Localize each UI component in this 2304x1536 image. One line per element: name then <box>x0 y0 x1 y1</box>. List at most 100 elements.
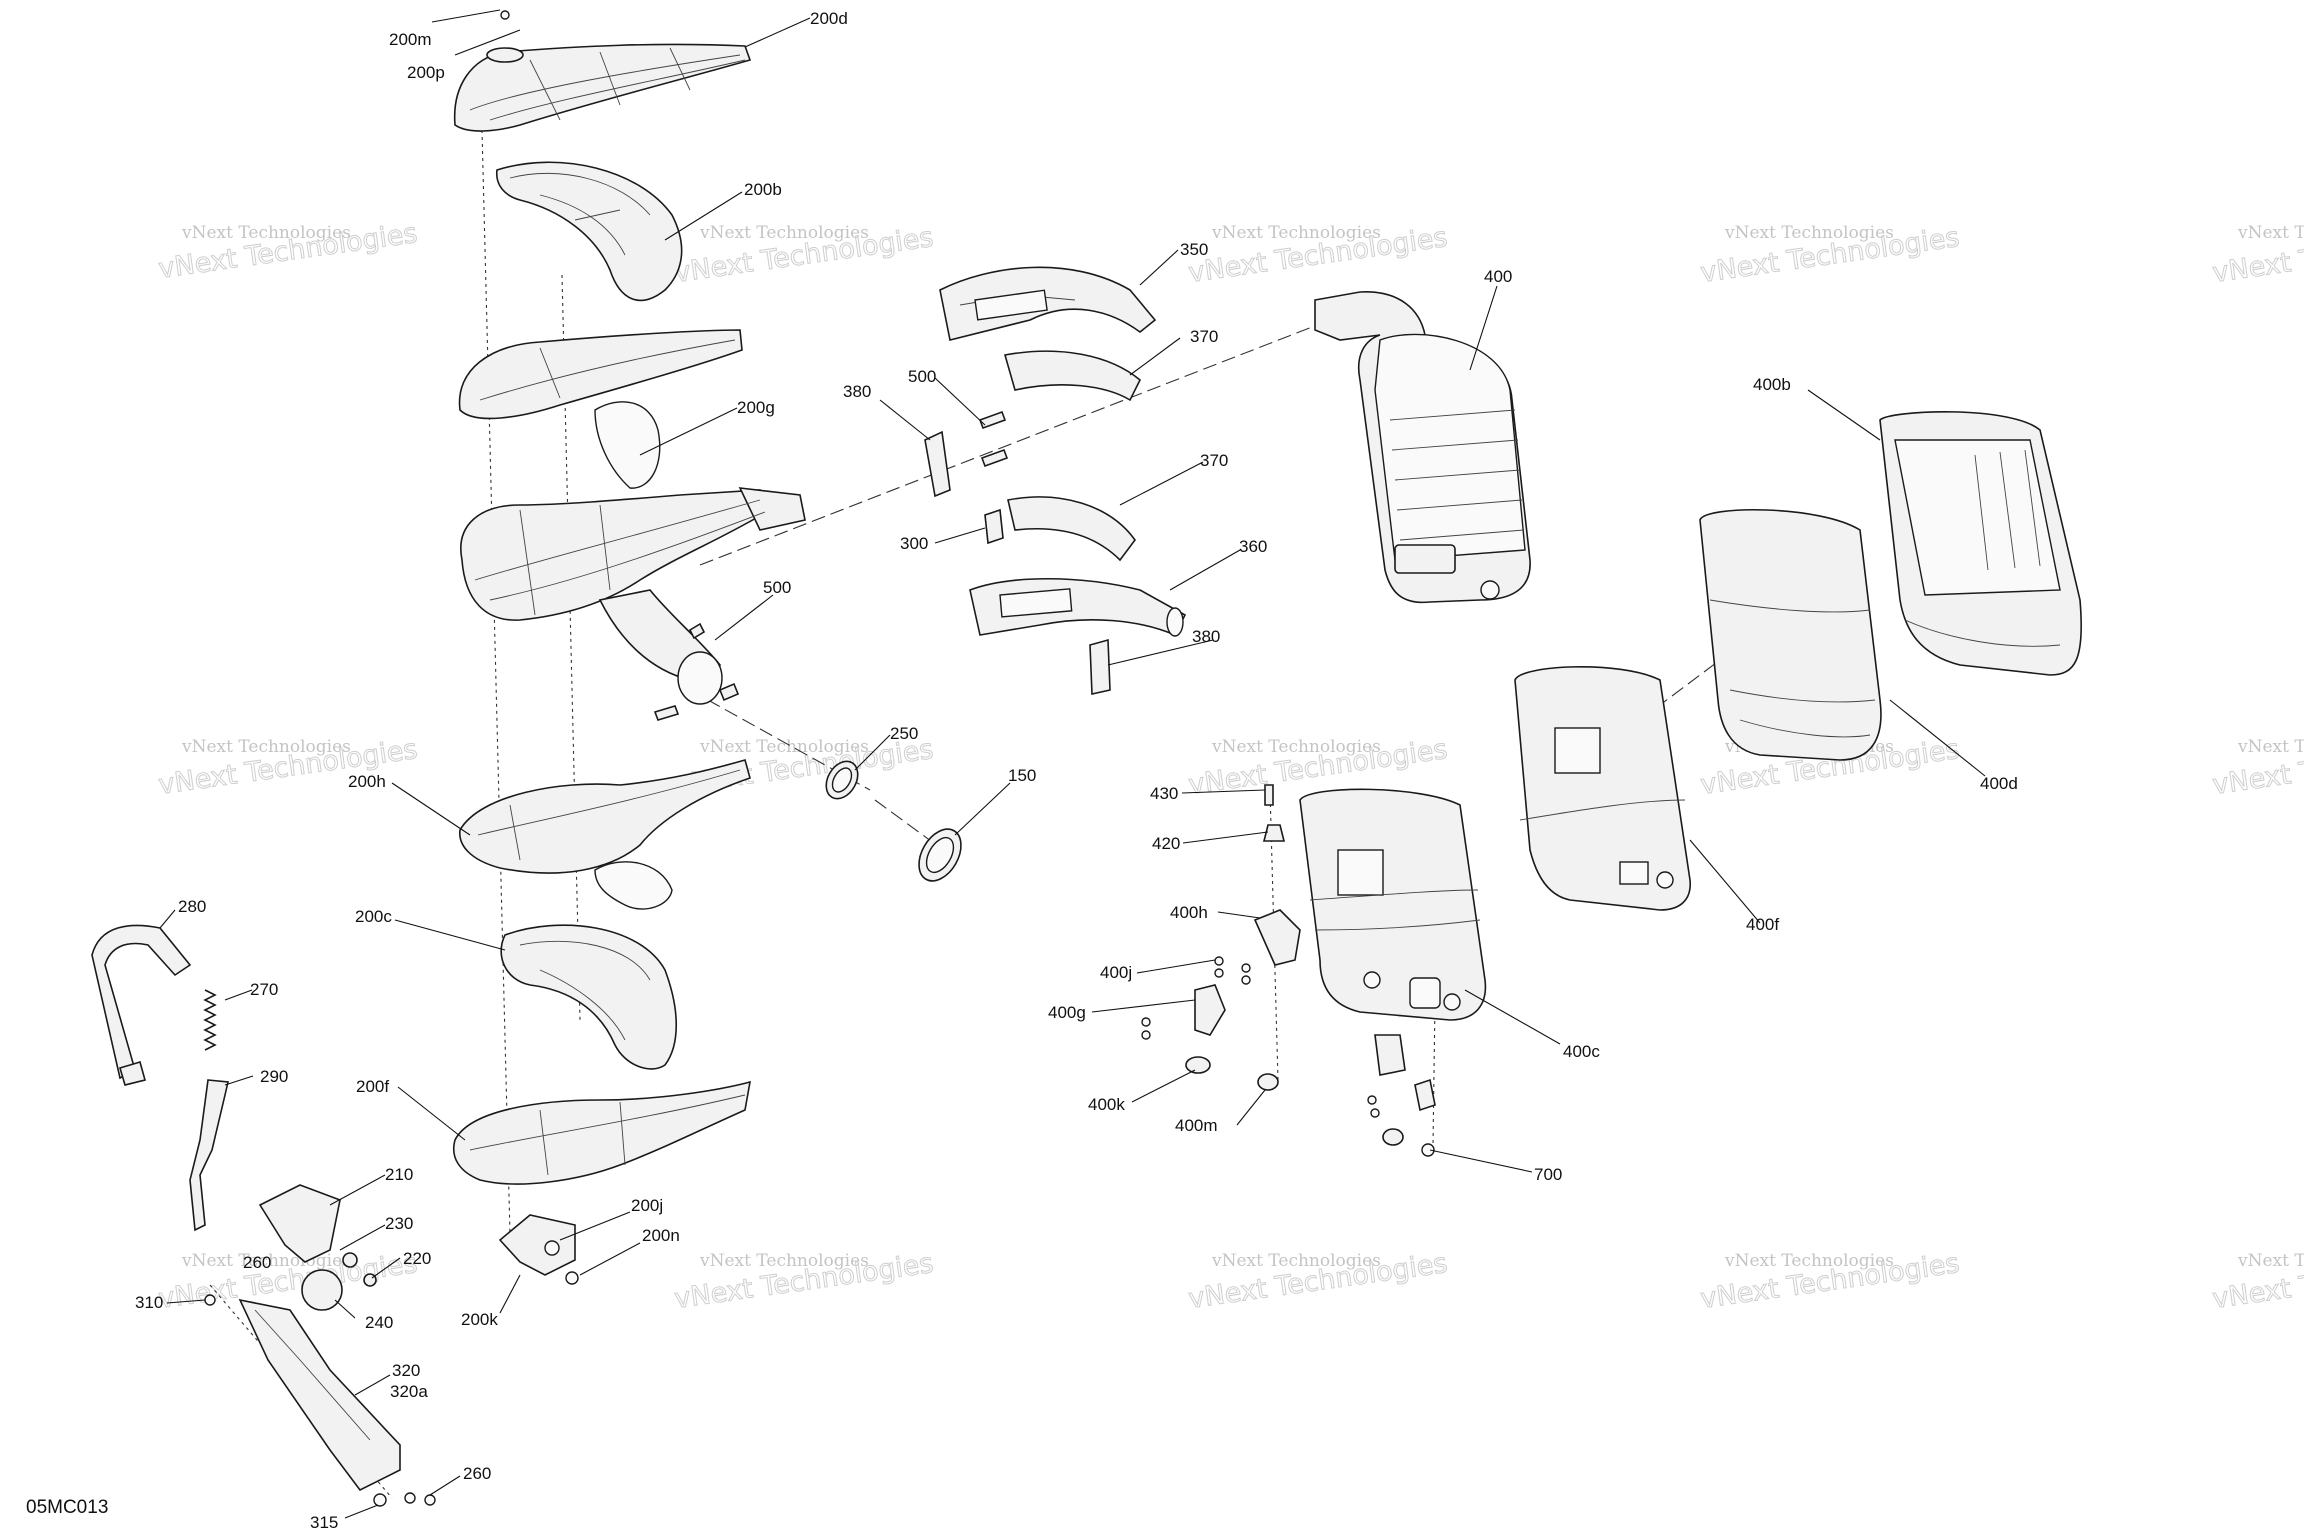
cover-400c <box>1299 788 1487 1021</box>
callout-400g: 400g <box>1048 1003 1086 1022</box>
diagram-code: 05MC013 <box>26 1497 108 1518</box>
pipe-heat-shield-bottom <box>453 1080 752 1185</box>
callout-200p: 200p <box>407 63 445 82</box>
watermark: vNext Technologies vNext Technologies <box>1186 221 1450 289</box>
pipe-heat-shield-middle <box>495 161 683 302</box>
callout-500: 500 <box>763 578 791 597</box>
callout-240: 240 <box>365 1313 393 1332</box>
spring-270 <box>203 989 217 1051</box>
callout-500: 500 <box>908 367 936 386</box>
watermark: vNext Technologies vNext Technologies <box>156 217 420 285</box>
connector-pipe-360 <box>969 577 1187 637</box>
svg-text:vNext Technologies: vNext Technologies <box>1724 1251 1894 1271</box>
svg-text:vNext Technologies: vNext Technologies <box>2237 223 2304 243</box>
svg-text:vNext Technologies: vNext Technologies <box>699 737 869 757</box>
svg-text:vNext Technologies: vNext Technologies <box>699 1251 869 1271</box>
clip-380-lower <box>1089 638 1111 695</box>
pipe-heat-shield-upper <box>458 329 743 489</box>
cover-400d <box>1699 508 1882 761</box>
bracket-290 <box>189 1079 229 1232</box>
svg-text:vNext Technologies: vNext Technologies <box>181 737 351 757</box>
callout-250: 250 <box>890 724 918 743</box>
callout-315: 315 <box>310 1513 338 1532</box>
callout-labels: 200m 200p 200d 200b 200g 500 250 150 200… <box>135 9 2018 1532</box>
callout-200d: 200d <box>810 9 848 28</box>
pipe-heat-shield-top <box>453 43 752 132</box>
watermark: vNext Technologies vNext Technologies <box>672 1247 936 1315</box>
callout-420: 420 <box>1152 834 1180 853</box>
pipe-heat-shield-inner <box>500 924 677 1070</box>
watermark: vNext Technologies vNext Technologies <box>2210 733 2304 801</box>
callout-320a: 320a <box>390 1382 428 1401</box>
callout-400f: 400f <box>1746 915 1779 934</box>
muffler-400 <box>1314 291 1531 604</box>
watermark: vNext Technologies vNext Technologies <box>1698 1247 1962 1315</box>
svg-text:vNext Technologies: vNext Technologies <box>2237 1251 2304 1271</box>
callout-200f: 200f <box>356 1077 389 1096</box>
callout-200g: 200g <box>737 398 775 417</box>
callout-370: 370 <box>1200 451 1228 470</box>
callout-200j: 200j <box>631 1196 663 1215</box>
callout-300: 300 <box>900 534 928 553</box>
callout-260: 260 <box>243 1253 271 1272</box>
svg-text:vNext Technologies: vNext Technologies <box>699 223 869 243</box>
callout-380: 380 <box>1192 627 1220 646</box>
callout-400c: 400c <box>1563 1042 1600 1061</box>
callout-350: 350 <box>1180 240 1208 259</box>
watermark: vNext Technologies vNext Technologies <box>1186 1247 1450 1315</box>
callout-290: 290 <box>260 1067 288 1086</box>
callout-320: 320 <box>392 1361 420 1380</box>
callout-200h: 200h <box>348 772 386 791</box>
watermark: vNext Technologies vNext Technologies <box>156 1247 420 1315</box>
clip-380-top <box>924 430 951 498</box>
svg-text:vNext Technologies: vNext Technologies <box>1211 223 1381 243</box>
tuned-pipe <box>460 487 806 705</box>
callout-200b: 200b <box>744 180 782 199</box>
callout-400d: 400d <box>1980 774 2018 793</box>
callout-280: 280 <box>178 897 206 916</box>
callout-700: 700 <box>1534 1165 1562 1184</box>
callout-310: 310 <box>135 1293 163 1312</box>
watermark: vNext Technologies vNext Technologies <box>2210 221 2304 289</box>
watermark: vNext Technologies vNext Technologies <box>2210 1247 2304 1315</box>
callout-400m: 400m <box>1175 1116 1218 1135</box>
callout-400k: 400k <box>1088 1095 1125 1114</box>
callout-200n: 200n <box>642 1226 680 1245</box>
bracket-210 <box>258 1184 341 1263</box>
mount-hardware-400 <box>1141 784 1436 1157</box>
callout-200c: 200c <box>355 907 392 926</box>
watermark: vNext Technologies vNext Technologies <box>1698 221 1962 289</box>
callout-430: 430 <box>1150 784 1178 803</box>
sleeve-370-top <box>1003 350 1141 402</box>
callout-230: 230 <box>385 1214 413 1233</box>
small-hardware-left <box>500 10 1009 721</box>
connector-pipe-350 <box>939 266 1157 341</box>
callout-360: 360 <box>1239 537 1267 556</box>
callout-200m: 200m <box>389 30 432 49</box>
callout-400b: 400b <box>1753 375 1791 394</box>
svg-text:vNext Technologies: vNext Technologies <box>1724 223 1894 243</box>
svg-text:vNext Technologies: vNext Technologies <box>181 223 351 243</box>
callout-220: 220 <box>403 1249 431 1268</box>
callout-380: 380 <box>843 382 871 401</box>
strap-280 <box>91 924 192 1086</box>
cover-400b <box>1879 411 2083 676</box>
bracket-200j <box>498 1214 579 1285</box>
gasket-ring-250 <box>825 760 859 800</box>
cover-400f <box>1514 666 1691 911</box>
callout-400j: 400j <box>1100 963 1132 982</box>
sleeve-370-lower <box>1007 496 1136 562</box>
leader-lines <box>159 9 1986 1519</box>
callout-150: 150 <box>1008 766 1036 785</box>
clamp-300 <box>984 508 1004 545</box>
watermark: vNext Technologies vNext Technologies <box>672 221 936 289</box>
callout-200k: 200k <box>461 1310 498 1329</box>
gasket-ring-150 <box>918 828 962 882</box>
svg-text:vNext Technologies: vNext Technologies <box>1211 1251 1381 1271</box>
callout-270: 270 <box>250 980 278 999</box>
callout-370: 370 <box>1190 327 1218 346</box>
callout-210: 210 <box>385 1165 413 1184</box>
svg-text:vNext Technologies: vNext Technologies <box>2237 737 2304 757</box>
callout-260: 260 <box>463 1464 491 1483</box>
